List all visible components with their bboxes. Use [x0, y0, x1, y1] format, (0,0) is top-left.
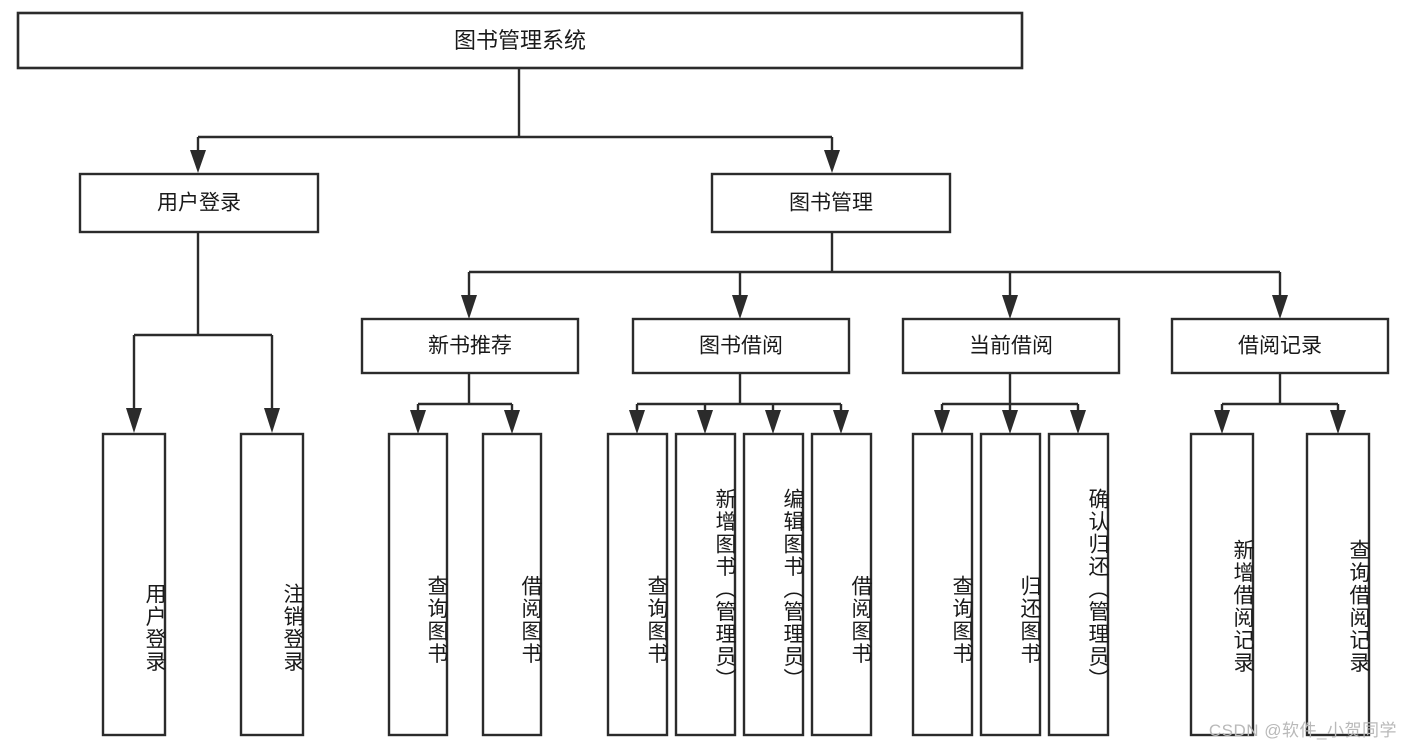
arrow-head-icon — [765, 410, 781, 434]
node-book-borrow-label: 图书借阅 — [699, 335, 783, 358]
node-new-book-recommend-label: 新书推荐 — [428, 335, 512, 358]
arrow-head-icon — [126, 408, 142, 433]
arrow-head-icon — [824, 150, 840, 173]
arrow-head-icon — [629, 410, 645, 434]
node-borrow-record-box[interactable] — [1170, 317, 1390, 375]
leaf-box-current-borrow-0[interactable] — [911, 432, 974, 737]
arrow-head-icon — [1214, 410, 1230, 434]
leaf-box-borrow-record-1[interactable] — [1305, 432, 1371, 737]
arrow-head-icon — [264, 408, 280, 433]
leaf-group-borrow-record — [1189, 432, 1371, 737]
node-current-borrow[interactable]: 当前借阅 — [901, 317, 1121, 375]
node-book-manage-box[interactable] — [710, 172, 952, 234]
arrow-head-icon — [504, 410, 520, 434]
node-book-borrow[interactable]: 图书借阅 — [631, 317, 851, 375]
node-borrow-record[interactable]: 借阅记录 — [1170, 317, 1390, 375]
node-book-manage-label: 图书管理 — [789, 192, 873, 215]
node-root[interactable]: 图书管理系统 — [16, 11, 1024, 70]
leaf-group-new-book-recommend — [387, 432, 543, 737]
node-user-login-box[interactable] — [78, 172, 320, 234]
arrow-head-icon — [1272, 295, 1288, 319]
leaf-box-user-login-1[interactable] — [239, 432, 305, 737]
leaf-box-book-borrow-3[interactable] — [810, 432, 873, 737]
leaf-box-current-borrow-1[interactable] — [979, 432, 1042, 737]
node-root-label: 图书管理系统 — [454, 28, 586, 53]
connector-group-book-borrow — [629, 373, 849, 434]
connector-group-borrow-record — [1214, 373, 1346, 434]
leaf-box-book-borrow-2[interactable] — [742, 432, 805, 737]
node-new-book-recommend-box[interactable] — [360, 317, 580, 375]
connector-group-root — [190, 68, 840, 173]
leaf-group-user-login — [101, 432, 305, 737]
leaf-box-current-borrow-2[interactable] — [1047, 432, 1110, 737]
leaf-group-current-borrow — [911, 432, 1110, 737]
node-borrow-record-label: 借阅记录 — [1238, 335, 1322, 358]
arrow-head-icon — [697, 410, 713, 434]
node-book-borrow-box[interactable] — [631, 317, 851, 375]
node-user-login[interactable]: 用户登录 — [78, 172, 320, 234]
leaf-box-book-borrow-1[interactable] — [674, 432, 737, 737]
arrow-head-icon — [934, 410, 950, 434]
arrow-head-icon — [1002, 410, 1018, 434]
connector-group-user-login — [126, 232, 280, 433]
connector-group-current-borrow — [934, 373, 1086, 434]
leaf-box-new-book-0[interactable] — [387, 432, 449, 737]
arrow-head-icon — [1330, 410, 1346, 434]
node-user-login-label: 用户登录 — [157, 192, 241, 215]
connector-group-book-manage — [461, 232, 1288, 319]
node-current-borrow-label: 当前借阅 — [969, 335, 1053, 358]
node-new-book-recommend[interactable]: 新书推荐 — [360, 317, 580, 375]
arrow-head-icon — [461, 295, 477, 319]
arrow-head-icon — [1002, 295, 1018, 319]
leaf-box-new-book-1[interactable] — [481, 432, 543, 737]
leaf-group-book-borrow — [606, 432, 873, 737]
csdn-watermark: CSDN @软件_小贺同学 — [1208, 721, 1397, 740]
arrow-head-icon — [833, 410, 849, 434]
leaf-box-user-login-0[interactable] — [101, 432, 167, 737]
leaf-box-borrow-record-0[interactable] — [1189, 432, 1255, 737]
arrow-head-icon — [1070, 410, 1086, 434]
node-current-borrow-box[interactable] — [901, 317, 1121, 375]
arrow-head-icon — [410, 410, 426, 434]
arrow-head-icon — [190, 150, 206, 173]
node-book-manage[interactable]: 图书管理 — [710, 172, 952, 234]
node-root-box[interactable] — [16, 11, 1024, 70]
arrow-head-icon — [732, 295, 748, 319]
connector-group-new-book — [410, 373, 520, 434]
leaf-box-book-borrow-0[interactable] — [606, 432, 669, 737]
